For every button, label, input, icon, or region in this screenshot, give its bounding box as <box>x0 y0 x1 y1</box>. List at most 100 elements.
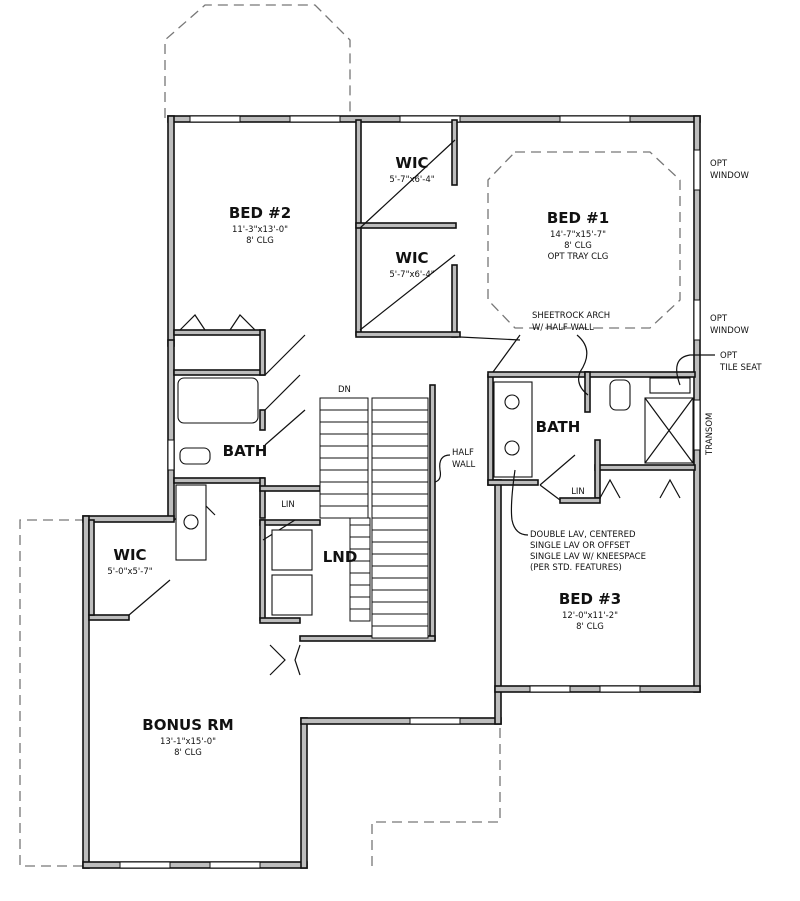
opt-bay-bed2 <box>164 4 351 118</box>
room-label-lin2: LIN <box>571 487 585 497</box>
note-stair-dn: DN <box>338 385 351 395</box>
svg-text:BED #2: BED #2 <box>229 204 291 222</box>
room-label-bed2: BED #2 11'-3"x13'-0" 8' CLG <box>229 204 291 246</box>
stair-tread <box>319 421 369 435</box>
svg-text:OPT: OPT <box>710 314 728 324</box>
stair-tread <box>319 469 369 483</box>
stair-tread <box>371 541 429 555</box>
stair-tread <box>349 608 371 622</box>
stair-tread <box>319 505 369 519</box>
svg-text:WINDOW: WINDOW <box>710 171 750 181</box>
stair-tread <box>371 445 429 459</box>
stair-tread <box>371 589 429 603</box>
note-opt-window-2: OPT WINDOW <box>710 314 750 336</box>
staircase <box>319 397 429 639</box>
stair-tread <box>319 433 369 447</box>
svg-text:OPT: OPT <box>720 351 738 361</box>
svg-text:TILE SEAT: TILE SEAT <box>719 363 762 373</box>
stair-tread <box>371 433 429 447</box>
doors <box>128 139 681 676</box>
stair-tread <box>319 445 369 459</box>
room-label-bath-hall: BATH <box>223 442 268 460</box>
room-label-bath-master: BATH <box>536 418 581 436</box>
windows <box>119 115 701 869</box>
toilet-master <box>609 379 631 411</box>
svg-text:12'-0"x11'-2": 12'-0"x11'-2" <box>562 611 618 621</box>
room-label-lnd: LND <box>323 548 358 566</box>
svg-text:SINGLE LAV W/ KNEESPACE: SINGLE LAV W/ KNEESPACE <box>530 552 646 562</box>
stair-tread <box>319 481 369 495</box>
stair-tread <box>349 572 371 586</box>
note-lav-options: DOUBLE LAV, CENTERED SINGLE LAV OR OFFSE… <box>510 469 646 573</box>
stair-tread <box>371 601 429 615</box>
svg-text:BONUS RM: BONUS RM <box>142 716 233 734</box>
svg-text:13'-1"x15'-0": 13'-1"x15'-0" <box>160 737 216 747</box>
stair-tread <box>371 625 429 639</box>
stair-tread <box>371 517 429 531</box>
svg-text:5'-0"x5'-7": 5'-0"x5'-7" <box>107 567 152 577</box>
dryer <box>271 574 313 616</box>
tile-seat <box>649 377 691 394</box>
room-label-lin1: LIN <box>281 500 295 510</box>
stair-tread <box>371 469 429 483</box>
stair-tread <box>319 457 369 471</box>
toilet-hall <box>179 447 211 465</box>
stair-tread <box>349 584 371 598</box>
note-tile-seat: OPT TILE SEAT <box>676 351 762 386</box>
note-transom: TRANSOM <box>705 413 715 456</box>
stair-tread <box>371 421 429 435</box>
note-opt-window-1: OPT WINDOW <box>710 159 750 181</box>
svg-text:11'-3"x13'-0": 11'-3"x13'-0" <box>232 225 288 235</box>
stair-tread <box>371 613 429 627</box>
stair-tread <box>371 553 429 567</box>
svg-text:SINGLE LAV OR OFFSET: SINGLE LAV OR OFFSET <box>530 541 631 551</box>
stair-tread <box>319 409 369 423</box>
svg-text:14'-7"x15'-7": 14'-7"x15'-7" <box>550 230 606 240</box>
note-sheetrock-arch: SHEETROCK ARCH W/ HALF WALL <box>532 311 610 396</box>
stair-tread <box>371 493 429 507</box>
stair-tread <box>371 409 429 423</box>
stair-tread <box>371 481 429 495</box>
svg-text:WINDOW: WINDOW <box>710 326 750 336</box>
svg-text:W/ HALF WALL: W/ HALF WALL <box>532 323 594 333</box>
room-label-wic2: WIC 5'-7"x6'-4" <box>389 249 434 280</box>
room-label-bed3: BED #3 12'-0"x11'-2" 8' CLG <box>559 590 621 632</box>
svg-text:WALL: WALL <box>452 460 475 470</box>
svg-text:OPT: OPT <box>710 159 728 169</box>
svg-text:WIC: WIC <box>395 154 428 172</box>
stair-tread <box>349 596 371 610</box>
svg-text:5'-7"x6'-4": 5'-7"x6'-4" <box>389 270 434 280</box>
svg-text:8' CLG: 8' CLG <box>576 622 604 632</box>
stair-tread <box>371 565 429 579</box>
stair-tread <box>371 457 429 471</box>
room-label-bed1: BED #1 14'-7"x15'-7" 8' CLG OPT TRAY CLG <box>547 209 609 262</box>
stair-tread <box>349 524 371 538</box>
tray-ceiling-outline <box>487 151 681 329</box>
bathtub <box>177 377 259 424</box>
svg-text:OPT TRAY CLG: OPT TRAY CLG <box>548 252 609 262</box>
svg-text:DOUBLE LAV, CENTERED: DOUBLE LAV, CENTERED <box>530 530 636 540</box>
stair-tread <box>319 493 369 507</box>
svg-text:WIC: WIC <box>113 546 146 564</box>
svg-text:SHEETROCK ARCH: SHEETROCK ARCH <box>532 311 610 321</box>
svg-text:BED #3: BED #3 <box>559 590 621 608</box>
room-label-wic1: WIC 5'-7"x6'-4" <box>389 154 434 185</box>
opt-extension-bottom <box>371 720 501 866</box>
room-label-wic3: WIC 5'-0"x5'-7" <box>107 546 152 577</box>
washer <box>271 529 313 571</box>
svg-text:HALF: HALF <box>452 448 474 458</box>
svg-text:WIC: WIC <box>395 249 428 267</box>
fixtures <box>175 377 694 616</box>
svg-text:8' CLG: 8' CLG <box>246 236 274 246</box>
room-label-bonus: BONUS RM 13'-1"x15'-0" 8' CLG <box>142 716 233 758</box>
stair-tread <box>371 577 429 591</box>
note-half-wall: HALF WALL <box>434 448 475 483</box>
svg-text:8' CLG: 8' CLG <box>564 241 592 251</box>
svg-text:8' CLG: 8' CLG <box>174 748 202 758</box>
svg-text:5'-7"x6'-4": 5'-7"x6'-4" <box>389 175 434 185</box>
svg-text:BED #1: BED #1 <box>547 209 609 227</box>
svg-text:(PER STD. FEATURES): (PER STD. FEATURES) <box>530 563 622 573</box>
opt-extension-left <box>19 519 85 867</box>
stair-tread <box>371 505 429 519</box>
